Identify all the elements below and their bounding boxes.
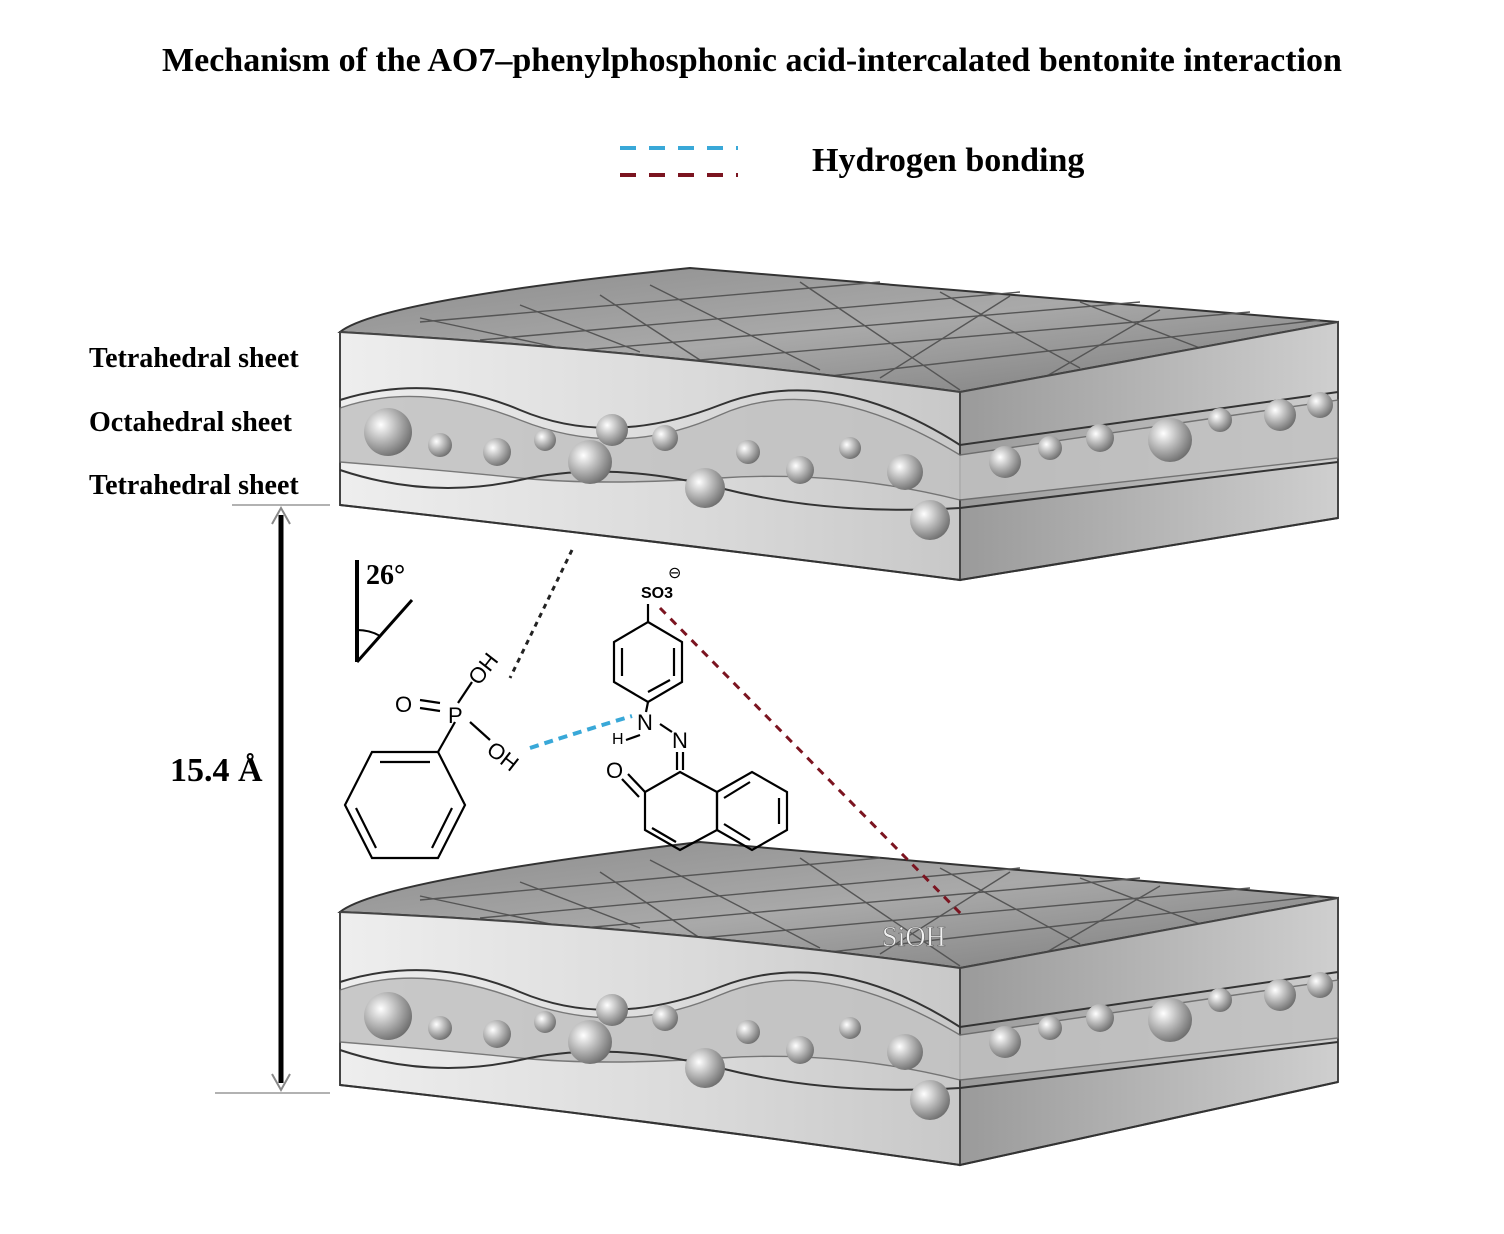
amine-nitrogen: N (637, 710, 653, 735)
clay-layer-top (337, 266, 1339, 582)
label-tetrahedral-sheet-bottom: Tetrahedral sheet (89, 470, 299, 501)
label-octahedral-sheet: Octahedral sheet (89, 407, 292, 438)
phenylphosphonic-acid: P O OH OH (343, 648, 524, 860)
sulfonate-charge: ⊖ (668, 565, 681, 582)
label-tetrahedral-sheet-top: Tetrahedral sheet (89, 343, 299, 374)
tilt-angle-mark (355, 560, 414, 663)
amine-hydrogen: H (612, 731, 624, 748)
phosphonic-oh-top: OH (463, 648, 503, 689)
basal-spacing-label: 15.4 Å (170, 752, 263, 789)
black-dotted-bond (508, 549, 574, 679)
phosphorus-atom: P (448, 703, 463, 728)
azo-nitrogen: N (672, 728, 688, 753)
hydrogen-bond-blue (529, 714, 633, 750)
hydrogen-bond-red (658, 606, 967, 920)
clay-layer-bottom (337, 840, 1339, 1167)
sioh-surface-group: SiOH (882, 922, 946, 953)
diagram-title: Mechanism of the AO7–phenylphosphonic ac… (162, 42, 1342, 79)
carbonyl-oxygen: O (606, 758, 623, 783)
legend-label-hydrogen-bonding: Hydrogen bonding (812, 142, 1085, 179)
tilt-angle-label: 26° (366, 560, 406, 591)
phosphonic-oh-bottom: OH (482, 736, 523, 776)
sulfonate-group: SO3 (641, 585, 673, 602)
basal-spacing-arrow (215, 504, 330, 1094)
phosphoryl-oxygen: O (395, 692, 412, 717)
ao7-dye: SO3 ⊖ N H N O (606, 565, 789, 852)
